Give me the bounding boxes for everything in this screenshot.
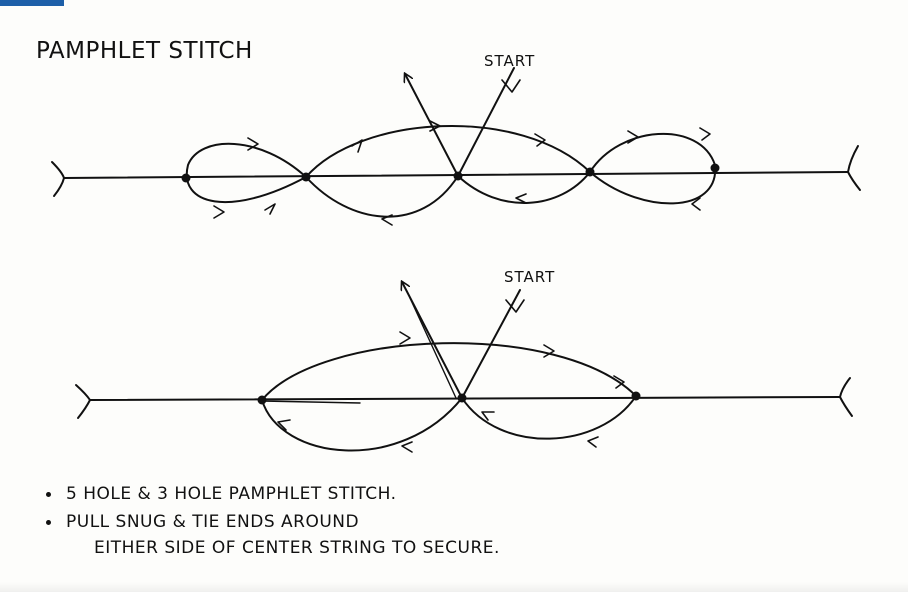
spine-end-left-bottom xyxy=(75,384,91,419)
spine-end-right-bottom xyxy=(839,377,853,417)
loop-upper-mid-top xyxy=(305,124,591,178)
loop-lower-left-bottom xyxy=(261,397,463,452)
loop-lower-left-top xyxy=(305,175,459,218)
hole-2-bottom xyxy=(457,393,467,403)
hole-3-top xyxy=(453,171,463,181)
loop-lower-right-bottom xyxy=(461,395,637,440)
start-label-bottom: START xyxy=(504,268,556,286)
hole-5-top xyxy=(710,163,720,173)
hole-2-top xyxy=(301,172,311,182)
thread-exit-top xyxy=(405,74,459,177)
spine-end-right-top xyxy=(847,145,861,191)
holes-top xyxy=(181,163,720,183)
thread-start-bottom xyxy=(461,289,521,399)
loop-right-top xyxy=(589,133,717,205)
diagram-five-hole xyxy=(51,67,861,226)
note-item: 5 Hole & 3 Hole Pamphlet Stitch. xyxy=(44,484,500,504)
diagram-three-hole xyxy=(75,282,853,453)
note-text: 5 Hole & 3 Hole Pamphlet Stitch. xyxy=(66,484,397,504)
hole-1-bottom xyxy=(257,395,267,405)
hole-1-top xyxy=(181,173,191,183)
start-label-top: START xyxy=(484,52,536,70)
note-item: Pull Snug & Tie Ends Around Either Side … xyxy=(44,512,500,558)
corner-mark xyxy=(0,0,64,6)
note-text: Pull Snug & Tie Ends Around xyxy=(66,512,360,532)
hole-4-top xyxy=(585,167,595,177)
spine-end-left-top xyxy=(51,161,65,197)
loop-left-top xyxy=(185,142,307,204)
holes-bottom xyxy=(257,391,641,405)
hole-3-bottom xyxy=(631,391,641,401)
bullet-icon xyxy=(46,520,51,525)
instruction-notes: 5 Hole & 3 Hole Pamphlet Stitch. Pull Sn… xyxy=(44,484,500,566)
bullet-icon xyxy=(46,492,51,497)
loop-upper-bottom xyxy=(261,342,637,401)
page-title: Pamphlet Stitch xyxy=(36,38,253,64)
loop-lower-right-top xyxy=(457,171,591,204)
note-text-continuation: Either Side of Center String to Secure. xyxy=(94,538,500,558)
thread-start-top xyxy=(457,67,515,177)
paper-edge-shadow xyxy=(0,582,908,592)
